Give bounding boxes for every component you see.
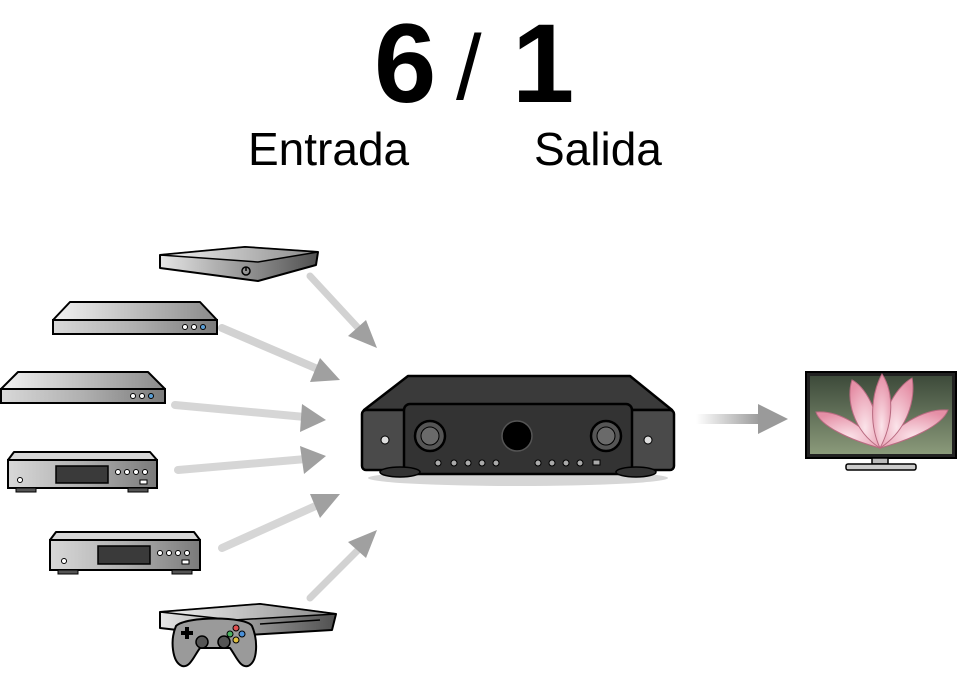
arrow-2 [218,324,340,382]
output-arrow [696,404,788,434]
cd-player-icon [7,451,158,493]
arrow-1 [306,272,377,348]
lotus-flower [815,373,949,450]
arrow-5 [218,494,340,552]
disc-player-icon [0,371,166,404]
inputs-label: Entrada [248,123,410,175]
tv-icon [805,371,957,471]
av-receiver-icon [360,374,676,486]
arrow-6 [306,530,377,602]
arrow-4 [174,446,326,474]
input-arrows [171,272,377,602]
inputs-count: 6 [374,1,437,126]
arrow-3 [171,401,326,432]
game-console-icon [159,603,337,668]
cd-player-icon [49,531,201,575]
set-top-box-icon [159,246,319,282]
count-separator: / [456,17,482,119]
disc-player-icon [52,301,218,335]
outputs-label: Salida [534,123,662,175]
outputs-count: 1 [512,1,575,126]
